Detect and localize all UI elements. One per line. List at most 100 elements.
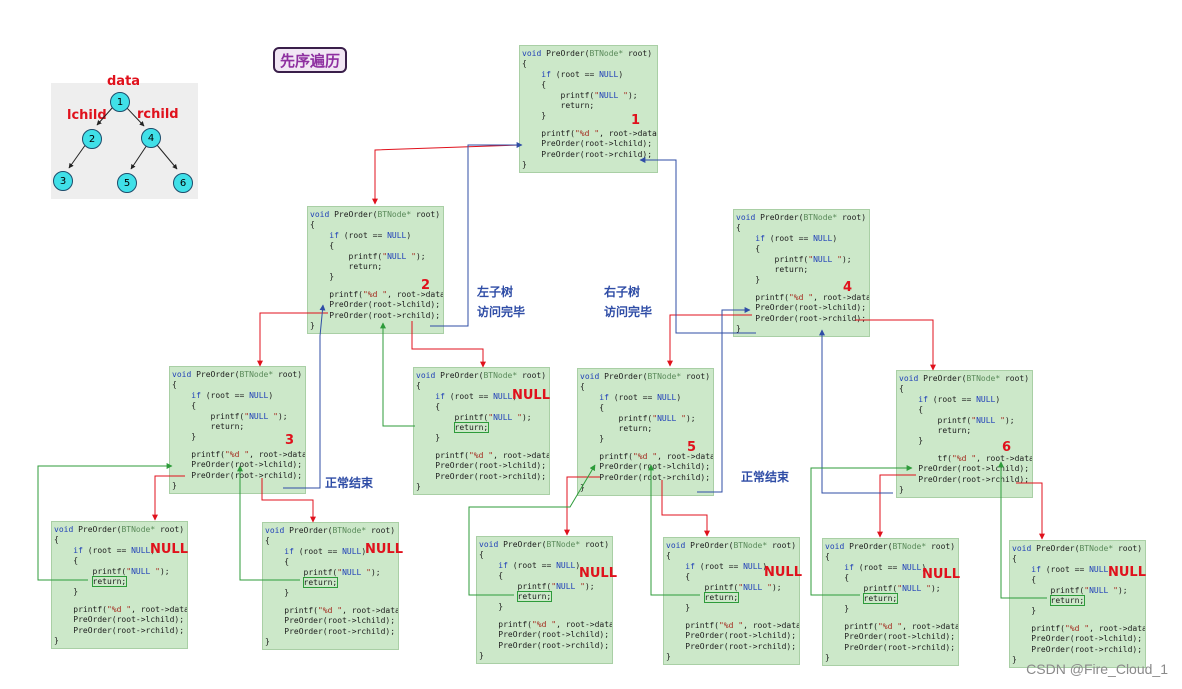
code-line: PreOrder(root->lchild);: [265, 616, 396, 626]
code-line: {: [416, 402, 441, 412]
code-line: if (root == NULL): [541, 69, 624, 79]
code-line: {: [825, 552, 830, 562]
code-separator: [666, 614, 797, 621]
preorder-code-block: void PreOrder(BTNode* root){ if (root ==…: [1009, 540, 1146, 668]
code-line: printf("%d ", root->data);: [580, 451, 713, 461]
note-line-2: 访问完毕: [604, 305, 653, 319]
code-line: void PreOrder(BTNode* root): [522, 49, 653, 58]
code-line: void PreOrder(BTNode* root): [479, 540, 610, 549]
code-line: return;: [736, 264, 809, 274]
preorder-code-block: void PreOrder(BTNode* root){ if (root ==…: [51, 521, 188, 649]
code-line: return;: [899, 425, 972, 435]
code-line: void PreOrder(BTNode* root): [310, 210, 441, 219]
code-line: printf("%d ", root->data);: [310, 289, 443, 299]
code-line: void PreOrder(BTNode* root): [54, 525, 185, 534]
code-line: PreOrder(root->lchild);: [522, 139, 653, 149]
code-line: printf("NULL ");: [522, 90, 638, 100]
code-line: PreOrder(root->rchild);: [265, 626, 396, 636]
code-line: return;: [172, 421, 245, 431]
code-line: {: [736, 244, 761, 254]
step-number-2: 2: [421, 278, 431, 293]
tree-node-6: 6: [173, 173, 193, 193]
code-line: if (root == NULL): [918, 394, 1001, 404]
code-line: }: [265, 588, 290, 598]
return-highlight: return;: [516, 590, 553, 602]
code-line: printf("%d ", root->data);: [265, 605, 398, 615]
code-line: printf("NULL ");: [310, 251, 426, 261]
code-line: PreOrder(root->lchild);: [825, 632, 956, 642]
code-line: void PreOrder(BTNode* root): [172, 370, 303, 379]
code-line: }: [54, 635, 59, 645]
code-line: printf("%d ", root->data);: [172, 449, 305, 459]
code-line: printf("%d ", root->data);: [479, 619, 612, 629]
code-line: }: [1012, 654, 1017, 664]
code-line: return;: [580, 423, 653, 433]
code-line: printf("NULL ");: [54, 566, 170, 576]
code-line: if (root == NULL): [755, 233, 838, 243]
code-line: }: [899, 484, 904, 494]
code-line: }: [825, 604, 850, 614]
preorder-code-block: void PreOrder(BTNode* root){ if (root ==…: [577, 368, 714, 496]
code-line: PreOrder(root->rchild);: [479, 640, 610, 650]
code-line: printf("NULL ");: [580, 413, 696, 423]
code-line: if (root == NULL): [329, 230, 412, 240]
code-line: void PreOrder(BTNode* root): [666, 541, 797, 550]
null-label: NULL: [365, 542, 404, 557]
code-line: }: [899, 436, 924, 446]
code-line: {: [899, 384, 904, 394]
code-line: PreOrder(root->lchild);: [310, 300, 441, 310]
note-right-subtree-done: 右子树 访问完毕: [604, 282, 652, 322]
note-line-1: 右子树: [604, 285, 641, 299]
code-line: printf("NULL ");: [899, 415, 1015, 425]
note-normal-end: 正常结束: [741, 470, 790, 484]
code-line: PreOrder(root->rchild);: [54, 625, 185, 635]
code-line: return;: [310, 261, 383, 271]
csdn-watermark: CSDN @Fire_Cloud_1: [1026, 661, 1168, 677]
code-line: }: [825, 652, 830, 662]
tree-node-4: 4: [141, 128, 161, 148]
step-number-3: 3: [285, 433, 295, 448]
preorder-code-block: void PreOrder(BTNode* root){ if (root ==…: [169, 366, 306, 494]
code-line: {: [899, 405, 924, 415]
code-line: printf("%d ", root->data);: [416, 450, 549, 460]
code-line: PreOrder(root->lchild);: [666, 631, 797, 641]
step-number-4: 4: [843, 280, 853, 295]
note-normal-end: 正常结束: [325, 476, 374, 490]
return-highlight: return;: [862, 592, 899, 604]
code-line: return;: [1012, 594, 1143, 606]
code-line: printf("NULL ");: [416, 412, 532, 422]
code-line: PreOrder(root->lchild);: [416, 461, 547, 471]
code-line: PreOrder(root->rchild);: [172, 470, 303, 480]
null-label: NULL: [764, 565, 803, 580]
code-line: PreOrder(root->rchild);: [416, 471, 547, 481]
tree-label-data: data: [107, 74, 141, 89]
code-line: }: [736, 275, 761, 285]
preorder-code-block: void PreOrder(BTNode* root){ if (root ==…: [413, 367, 550, 495]
null-label: NULL: [579, 566, 618, 581]
code-line: }: [54, 587, 79, 597]
code-line: printf("NULL ");: [479, 581, 595, 591]
code-line: }: [479, 650, 484, 660]
code-line: }: [172, 432, 197, 442]
code-line: }: [736, 323, 741, 333]
code-line: if (root == NULL): [435, 391, 518, 401]
code-line: printf("NULL ");: [265, 567, 381, 577]
tree-label-rchild: rchild: [137, 107, 179, 122]
step-number-6: 6: [1002, 440, 1012, 455]
code-line: return;: [666, 591, 797, 603]
code-line: return;: [54, 575, 185, 587]
step-number-1: 1: [631, 113, 641, 128]
code-line: return;: [522, 100, 595, 110]
code-line: printf("NULL ");: [666, 582, 782, 592]
code-line: printf("%d ", root->data);: [666, 620, 799, 630]
code-line: printf("NULL ");: [1012, 585, 1128, 595]
code-line: PreOrder(root->rchild);: [825, 642, 956, 652]
note-left-subtree-done: 左子树 访问完毕: [477, 282, 525, 322]
note-line-1: 左子树: [477, 285, 514, 299]
code-line: {: [580, 403, 605, 413]
code-line: return;: [825, 592, 956, 604]
code-line: void PreOrder(BTNode* root): [825, 542, 956, 551]
note-line-2: 访问完毕: [477, 305, 526, 319]
code-separator: [479, 613, 610, 620]
code-separator: [416, 444, 547, 451]
